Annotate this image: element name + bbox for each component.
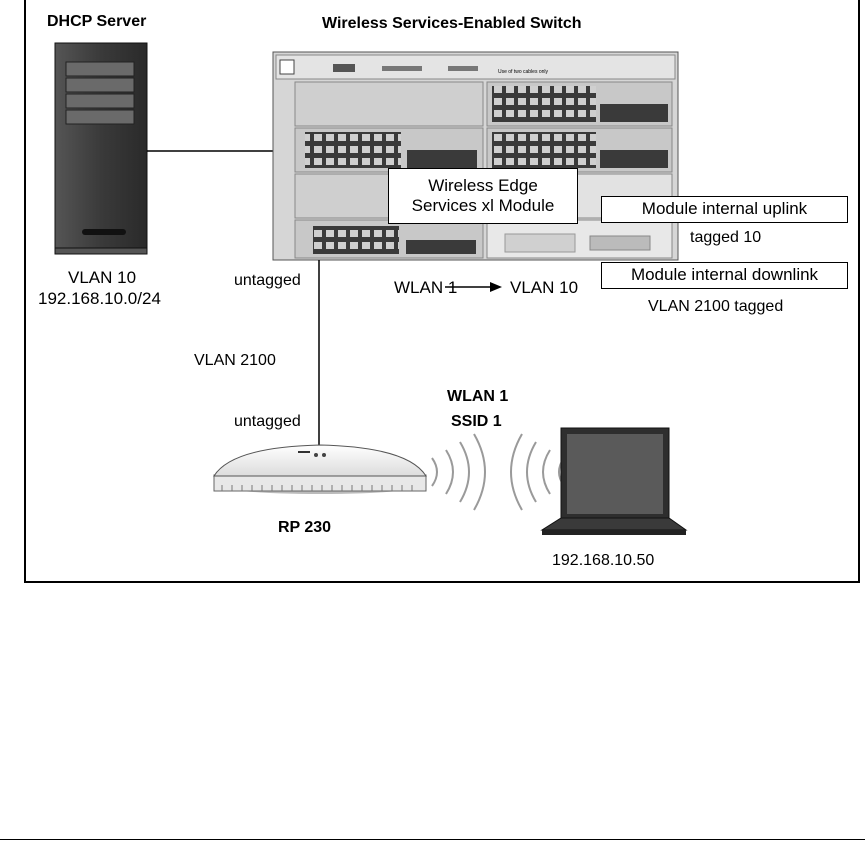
wlan-map-to-label: VLAN 10 — [510, 278, 579, 297]
dhcp-server-title: DHCP Server — [47, 13, 147, 30]
switch-port-untagged-label: untagged — [234, 272, 301, 289]
svg-text:Use of two cables only: Use of two cables only — [498, 69, 549, 75]
server-vlan-label: VLAN 10 — [68, 268, 137, 287]
figure-frame — [24, 0, 860, 583]
switch-title: Wireless Services-Enabled Switch — [322, 15, 582, 32]
downlink-box: Module internal downlink — [601, 262, 848, 289]
server-subnet-label: 192.168.10.0/24 — [38, 289, 161, 308]
network-diagram: Use of two cables only — [54, 42, 688, 535]
arrow-right-icon — [445, 282, 502, 292]
wlan-name-label: WLAN 1 — [447, 388, 509, 405]
ssid-name-label: SSID 1 — [451, 413, 502, 430]
wlan-map-from-label: WLAN 1 — [394, 278, 458, 297]
client-ip-label: 192.168.10.50 — [552, 552, 655, 569]
laptop-icon — [540, 427, 688, 535]
module-name-line1: Wireless Edge — [428, 175, 538, 195]
footer-rule — [0, 839, 865, 840]
switch-chassis-icon: Use of two cables only — [272, 51, 679, 261]
uplink-box: Module internal uplink — [601, 196, 848, 223]
downlink-tag-label: VLAN 2100 tagged — [648, 298, 784, 315]
ap-vlan-label: VLAN 2100 — [194, 352, 276, 369]
module-name-line2: Services xl Module — [411, 196, 555, 215]
ap-port-untagged-label: untagged — [234, 413, 301, 430]
access-point-icon — [213, 444, 427, 494]
server-icon — [54, 42, 148, 255]
module-name-box: Wireless Edge Services xl Module — [388, 168, 578, 224]
uplink-tag-label: tagged 10 — [690, 229, 762, 246]
wireless-waves-icon — [431, 433, 565, 511]
ap-model-label: RP 230 — [278, 519, 332, 536]
